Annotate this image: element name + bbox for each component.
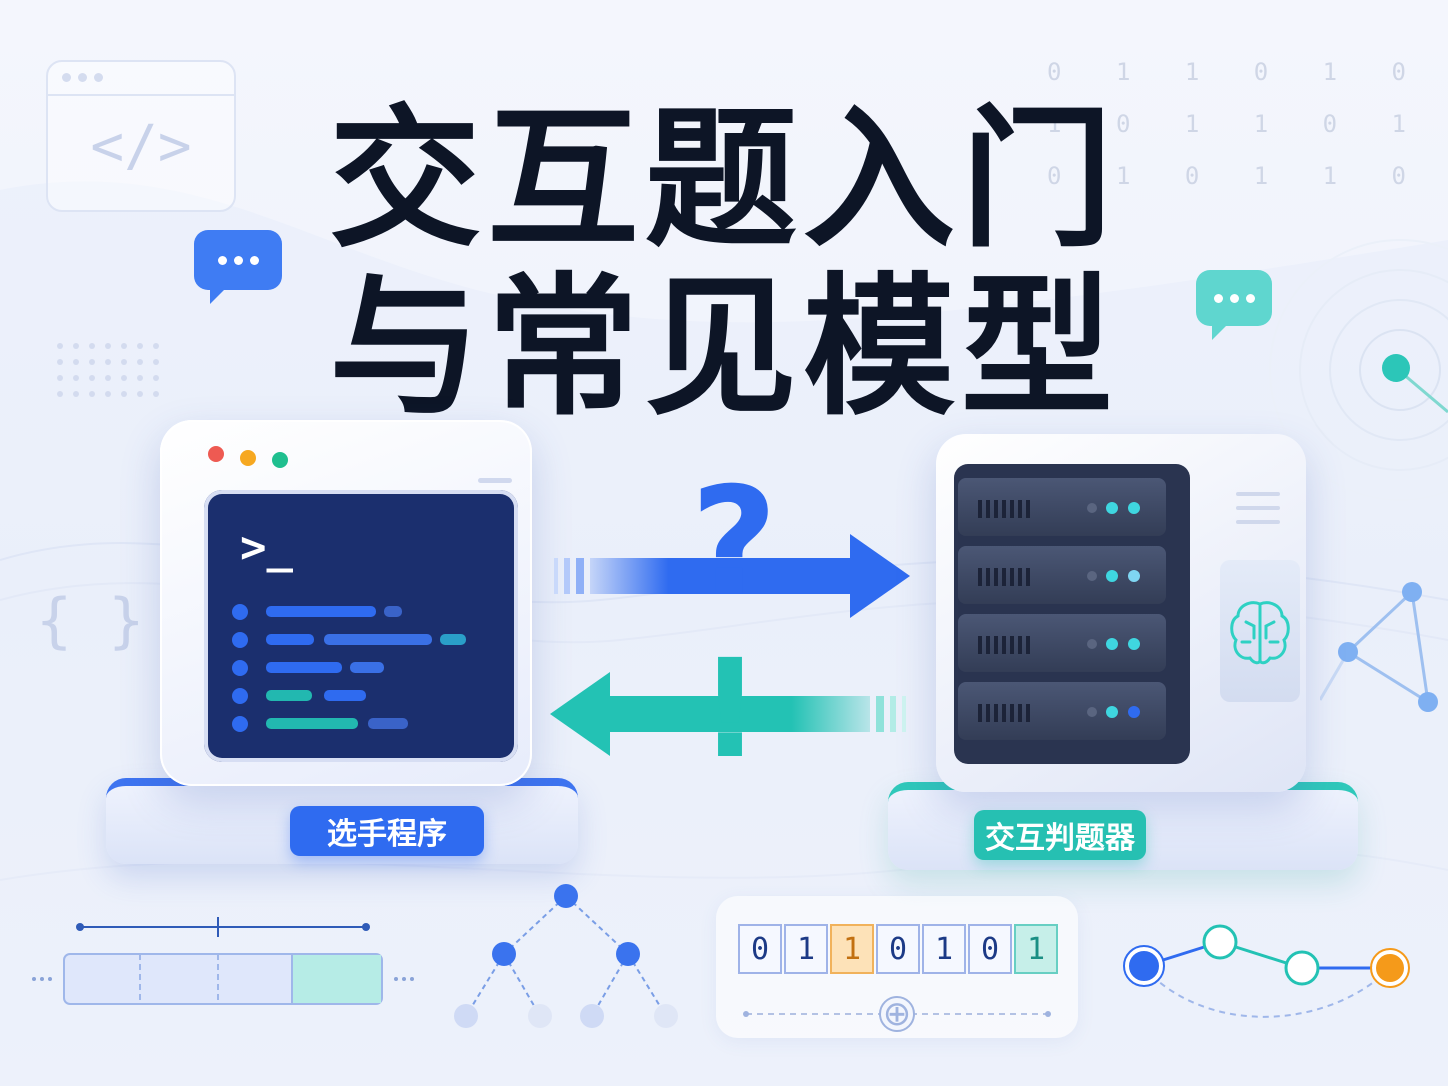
page-title-line-2: 与常见模型 xyxy=(329,259,1119,436)
request-arrow xyxy=(554,534,910,618)
response-arrow xyxy=(550,672,906,756)
chat-bubble-icon xyxy=(194,230,282,304)
terminal-screen: >_ xyxy=(204,490,518,762)
code-lines xyxy=(232,604,466,732)
contestant-label: 选手程序 xyxy=(290,806,484,856)
xor-line xyxy=(743,996,1051,1032)
window-maximize-dot xyxy=(272,452,288,468)
bit-array: 0 1 1 0 1 0 1 xyxy=(738,924,1060,974)
contestant-program-window: >_ xyxy=(160,420,532,786)
bit-cell-teal: 1 xyxy=(1014,924,1058,974)
terminal-prompt: >_ xyxy=(240,522,293,573)
bit-cell: 1 xyxy=(922,924,966,974)
binary-row-2: 1 0 1 1 0 1 xyxy=(1047,110,1426,138)
chat-bubble-teal-icon xyxy=(1196,270,1272,340)
binary-search-segment-icon xyxy=(32,917,414,1005)
bit-array-card: 0 1 1 0 1 0 1 ⊕ xyxy=(716,896,1078,1038)
judge-label: 交互判题器 xyxy=(974,810,1146,860)
binary-tree-icon xyxy=(454,884,678,1028)
bit-cell: 0 xyxy=(968,924,1012,974)
network-graph-icon xyxy=(1320,582,1438,712)
query-question-mark: ? xyxy=(690,456,778,630)
path-graph-icon xyxy=(1123,924,1410,1018)
bit-cell: 0 xyxy=(738,924,782,974)
window-minimize-dot xyxy=(240,450,256,466)
answer-exclamation-mark: ! xyxy=(698,631,762,789)
page-title-line-1: 交互题入门 xyxy=(329,91,1119,268)
bit-cell: 1 xyxy=(784,924,828,974)
dot-grid-decoration xyxy=(57,343,159,397)
binary-row-1: 0 1 1 0 1 0 xyxy=(1047,58,1426,86)
code-tag-text: </> xyxy=(90,114,192,179)
brain-panel xyxy=(1220,560,1300,702)
window-close-dot xyxy=(208,446,224,462)
binary-row-3: 0 1 0 1 1 0 xyxy=(1047,162,1426,190)
interactive-judge-server xyxy=(936,434,1306,792)
code-window-icon: </> xyxy=(46,60,236,212)
bit-cell: 0 xyxy=(876,924,920,974)
braces-icon: { } xyxy=(36,586,145,656)
brain-icon xyxy=(1230,601,1290,665)
xor-icon: ⊕ xyxy=(882,994,912,1034)
server-unit-details xyxy=(978,500,1140,722)
radar-icon xyxy=(1269,239,1448,501)
bit-cell-highlight: 1 xyxy=(830,924,874,974)
